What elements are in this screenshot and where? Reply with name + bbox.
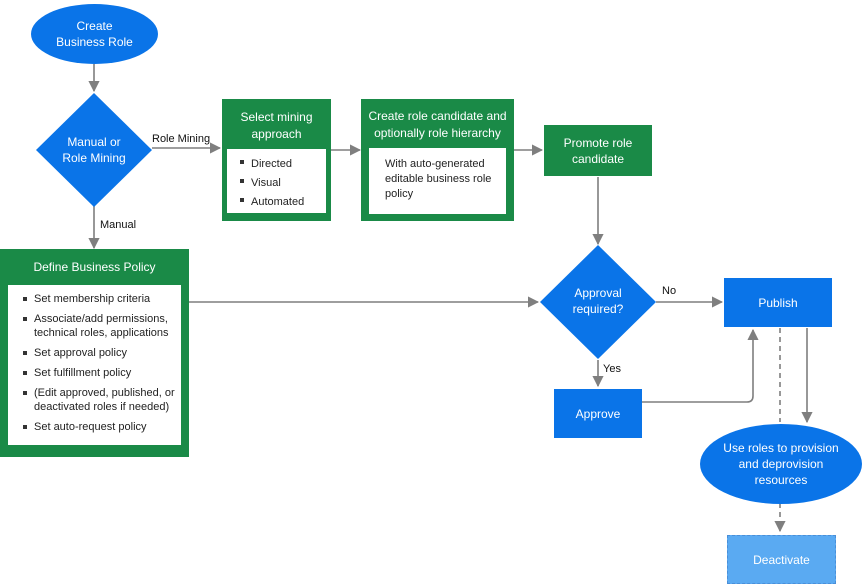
define-business-policy-body: Set membership criteria Associate/add pe… — [8, 285, 181, 445]
policy-step-item: Set approval policy — [20, 346, 177, 360]
use-roles-label: Use roles to provision and deprovision r… — [723, 441, 839, 487]
mining-approach-list: Directed Visual Automated — [237, 155, 320, 212]
policy-step-item: (Edit approved, published, or deactivate… — [20, 386, 177, 414]
policy-step-item: Associate/add permissions, technical rol… — [20, 312, 177, 340]
mining-approach-item: Automated — [237, 193, 320, 212]
approve-label: Approve — [575, 406, 621, 421]
create-role-candidate-node: Create role candidate and optionally rol… — [361, 99, 514, 221]
manual-or-role-mining-label: Manual or Role Mining — [62, 135, 126, 165]
select-mining-approach-body: Directed Visual Automated — [227, 149, 326, 213]
define-business-policy-title: Define Business Policy — [33, 260, 156, 274]
use-roles-node: Use roles to provision and deprovision r… — [700, 424, 862, 504]
create-business-role-node: Create Business Role — [31, 4, 158, 64]
define-business-policy-node: Define Business Policy Set membership cr… — [0, 249, 189, 457]
create-business-role-label: Create Business Role — [56, 19, 133, 49]
edge-approve-to-publish — [641, 328, 759, 403]
select-mining-approach-node: Select mining approach Directed Visual A… — [222, 99, 331, 221]
publish-node: Publish — [724, 278, 832, 327]
edge-label-manual: Manual — [100, 219, 137, 231]
create-role-candidate-title: Create role candidate and optionally rol… — [368, 109, 507, 140]
promote-role-candidate-label: Promote role candidate — [563, 135, 633, 166]
create-role-candidate-body: With auto-generated editable business ro… — [369, 148, 506, 214]
create-role-candidate-text: With auto-generated editable business ro… — [385, 158, 492, 200]
policy-steps-list: Set membership criteria Associate/add pe… — [20, 292, 177, 434]
promote-role-candidate-node: Promote role candidate — [544, 125, 652, 176]
select-mining-approach-title: Select mining approach — [240, 110, 313, 141]
policy-step-item: Set auto-request policy — [20, 420, 177, 434]
mining-approach-item: Visual — [237, 174, 320, 193]
edge-label-no: No — [662, 285, 677, 297]
decision-manual-or-role-mining-shape — [36, 93, 152, 207]
edge-label-role-mining: Role Mining — [152, 133, 211, 145]
manual-or-role-mining-label-wrap: Manual or Role Mining — [55, 128, 133, 172]
decision-approval-required-shape — [540, 245, 656, 359]
mining-approach-item: Directed — [237, 155, 320, 174]
approve-node: Approve — [554, 389, 642, 438]
edge-label-yes: Yes — [603, 363, 621, 375]
approval-required-label-wrap: Approval required? — [562, 281, 634, 321]
publish-label: Publish — [758, 295, 798, 310]
deactivate-node: Deactivate — [727, 535, 836, 584]
policy-step-item: Set membership criteria — [20, 292, 177, 306]
policy-step-item: Set fulfillment policy — [20, 366, 177, 380]
deactivate-label: Deactivate — [753, 552, 810, 567]
approval-required-label: Approval required? — [572, 286, 624, 316]
